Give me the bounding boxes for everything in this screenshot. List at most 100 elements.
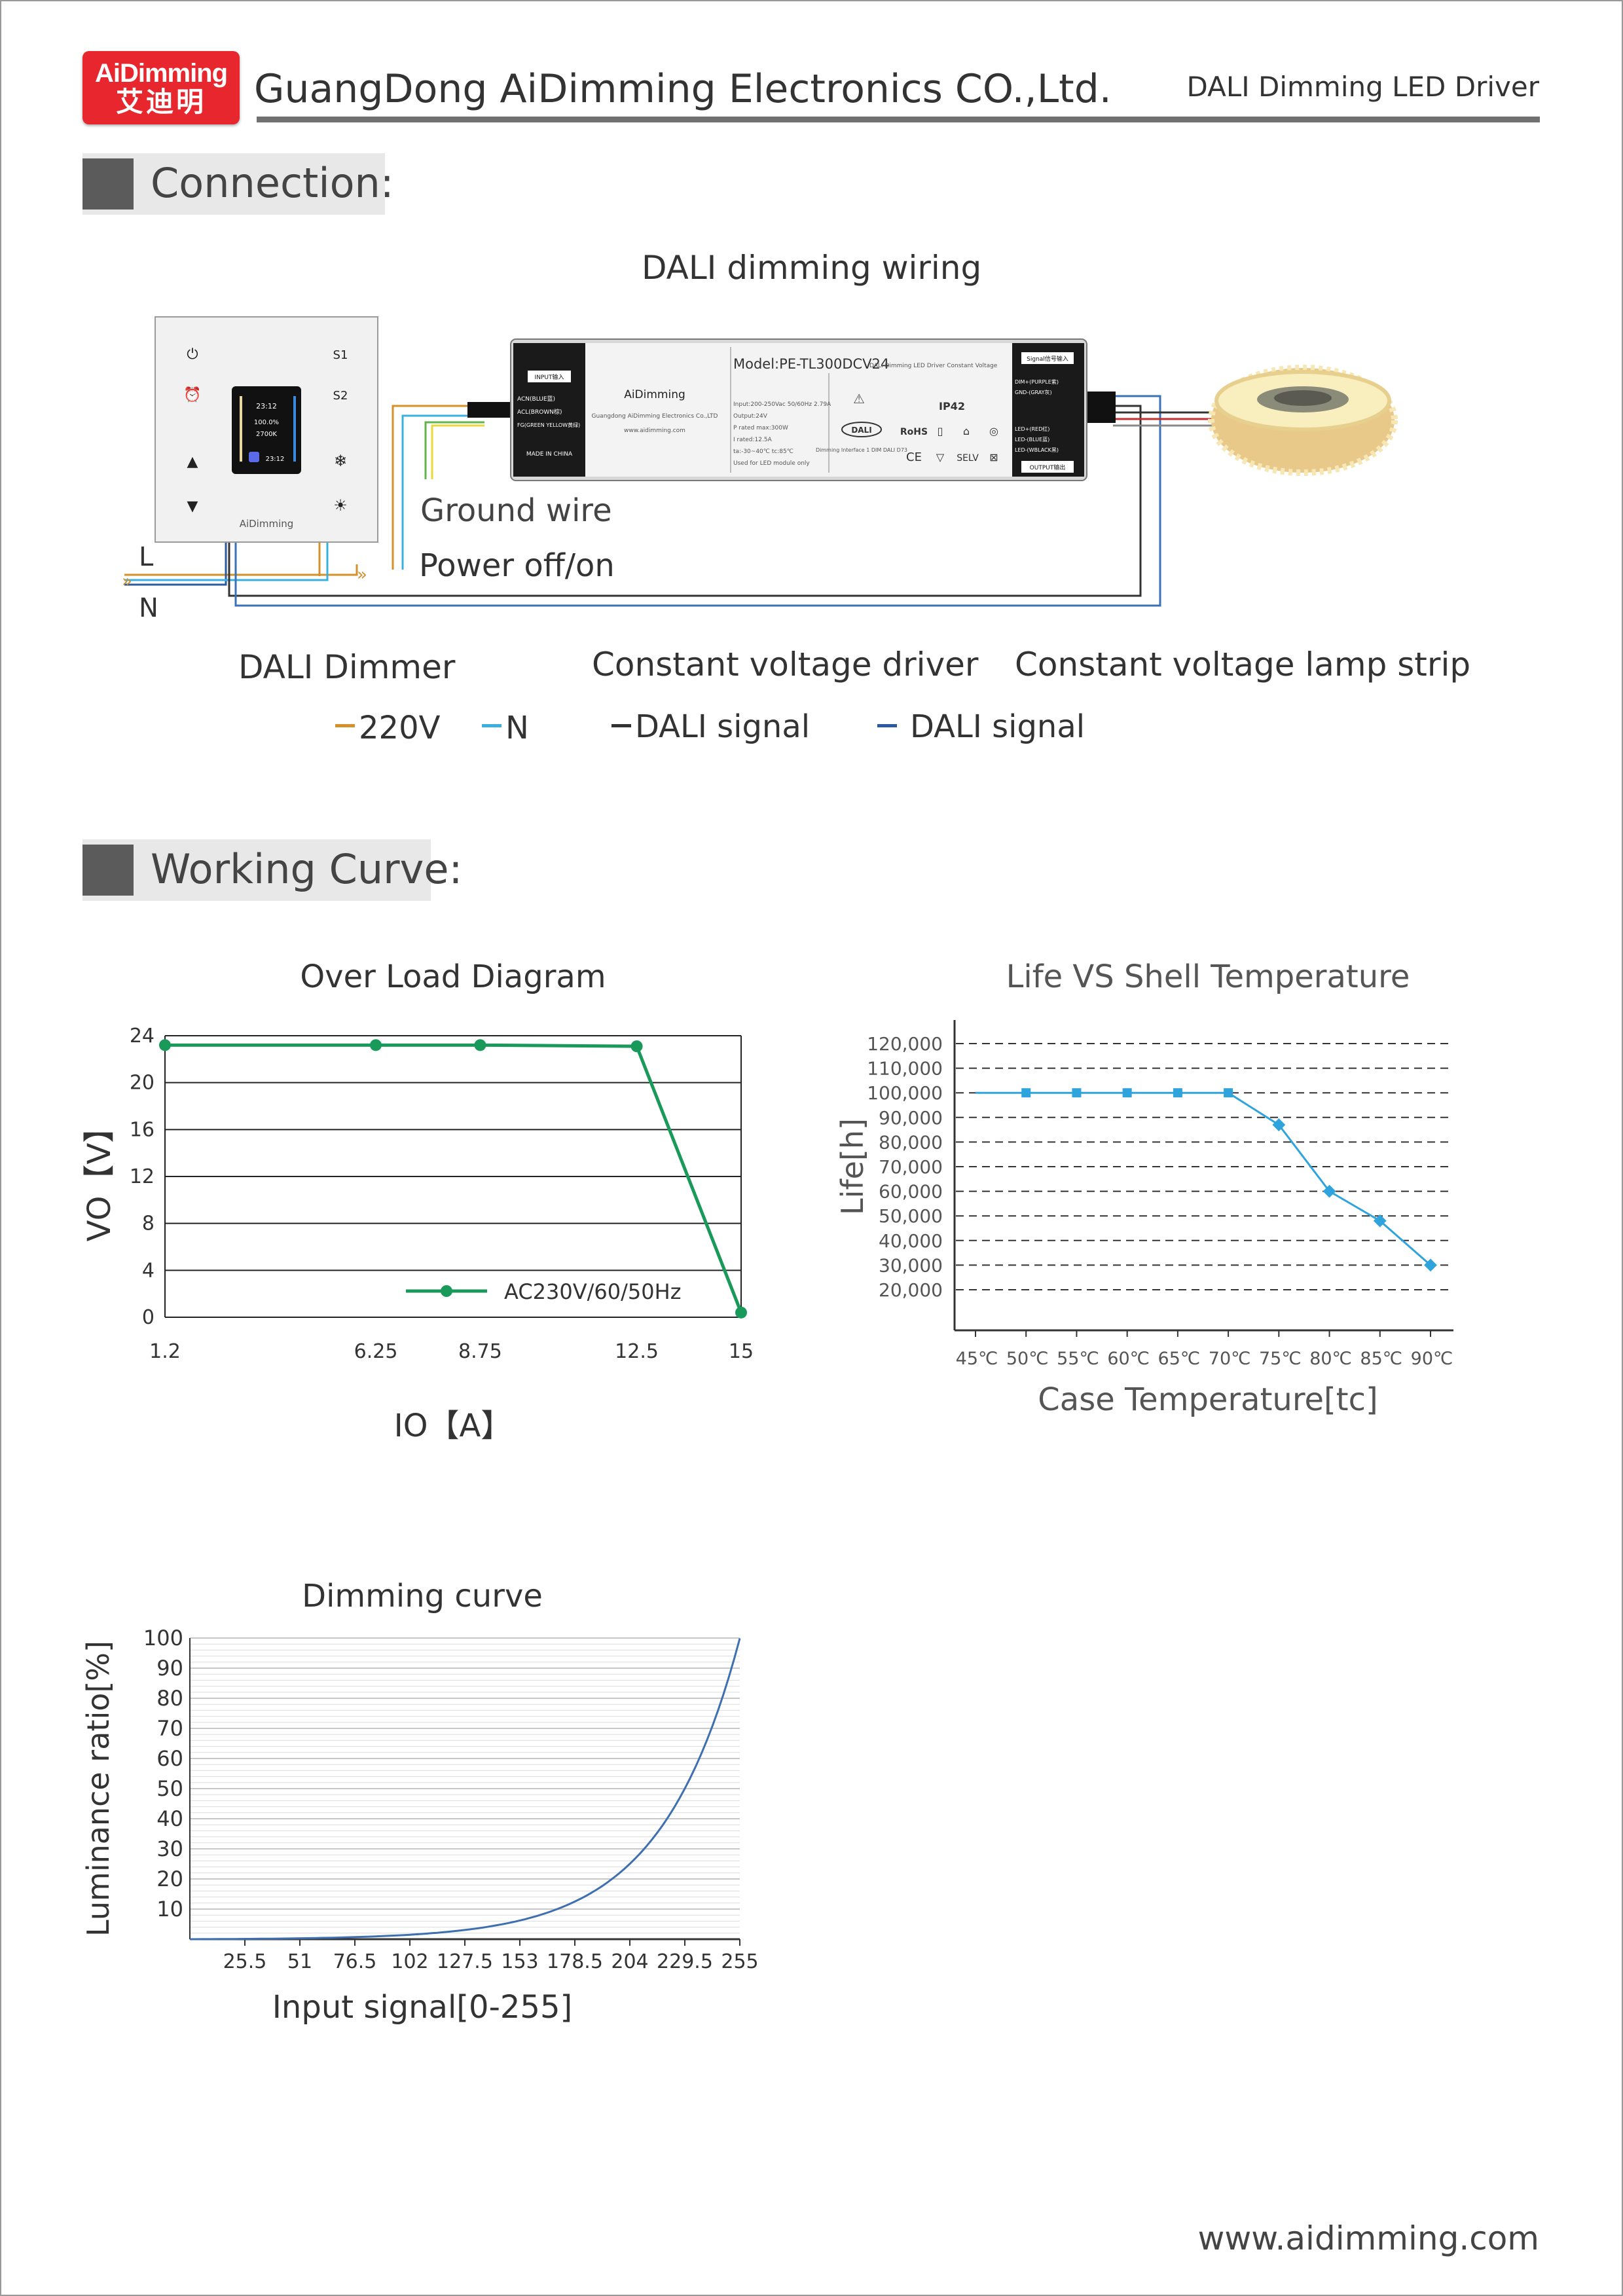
company-name: GuangDong AiDimming Electronics CO.,Ltd. <box>254 66 1112 112</box>
data-point <box>1122 1088 1132 1098</box>
wire-driver-n <box>401 414 484 570</box>
driver-input-line-3: FG(GREEN YELLOW黄绿) <box>517 422 580 428</box>
x-tick-label: 153 <box>501 1950 538 1973</box>
chart-title: Life VS Shell Temperature <box>1006 958 1410 995</box>
x-tick-label: 204 <box>611 1950 648 1973</box>
ground-wire-label: Ground wire <box>420 492 612 529</box>
y-tick-label: 8 <box>142 1212 155 1235</box>
y-axis-label: Life[h] <box>835 1118 870 1215</box>
y-tick-label: 30,000 <box>879 1254 943 1276</box>
legend-label-220v: 220V <box>359 710 441 746</box>
legend-label-dali-black: DALI signal <box>635 708 811 745</box>
device-label-driver: Constant voltage driver <box>592 646 979 683</box>
driver-input-tag: INPUT输入 <box>535 373 564 381</box>
header-rule <box>257 117 1540 122</box>
x-tick-label: 50℃ <box>1006 1349 1049 1369</box>
x-tick-label: 70℃ <box>1209 1349 1251 1369</box>
alarm-icon: ⏰ <box>183 386 201 403</box>
wire-ground-green <box>424 421 484 479</box>
y-tick-label: 100 <box>143 1626 183 1650</box>
x-tick-label: 75℃ <box>1259 1349 1302 1369</box>
driver-spec-1: Input:200-250Vac 50/60Hz 2.79A <box>733 401 831 408</box>
y-tick-label: 50 <box>156 1776 183 1801</box>
driver-signal-line-2: GND-(GRAY灰) <box>1015 389 1052 395</box>
power-icon: ⏻ <box>187 346 198 363</box>
down-arrow-icon: ▼ <box>187 498 198 515</box>
driver-model: Model:PE-TL300DCV24 <box>733 356 889 372</box>
legend-label: AC230V/60/50Hz <box>504 1279 682 1304</box>
y-tick-label: 0 <box>142 1306 155 1329</box>
dali-dimmer-panel: 23:12 100.0% 2700K 23:12 ⏻ ⏰ ▲ ▼ S1 S2 ❄… <box>155 316 378 543</box>
logo-text-cn: 艾迪明 <box>115 86 206 118</box>
dimmer-screen-level: 100.0% <box>254 419 279 426</box>
driver-ip-rating: IP42 <box>939 400 965 412</box>
legend-swatch-n <box>482 724 501 727</box>
x-tick-label: 6.25 <box>354 1340 398 1363</box>
driver-input-line-2: ACL(BROWN棕) <box>517 408 562 416</box>
x-axis-label: Case Temperature[tc] <box>1038 1381 1377 1418</box>
breaker-symbol-switch: » <box>357 565 367 585</box>
driver-output-line-1: LED+(RED红) <box>1015 426 1049 432</box>
chart-title: Over Load Diagram <box>300 958 606 995</box>
dimmer-button-s1: S1 <box>333 348 348 362</box>
series-line <box>165 1043 743 1313</box>
x-tick-label: 1.2 <box>149 1340 181 1363</box>
x-axis-label: IO【A】 <box>394 1408 513 1440</box>
recycle-bin-icon: ⊠ <box>989 451 998 464</box>
driver-selv: SELV <box>957 453 979 464</box>
x-tick-label: 8.75 <box>458 1340 502 1363</box>
x-tick-label: 15 <box>729 1340 754 1363</box>
x-tick-label: 55℃ <box>1057 1349 1099 1369</box>
x-tick-label: 90℃ <box>1411 1349 1453 1369</box>
data-point <box>1021 1088 1031 1098</box>
wire-driver-l <box>392 405 484 570</box>
legend-label-n: N <box>505 710 529 746</box>
data-point <box>1072 1088 1082 1098</box>
footer-url: www.aidimming.com <box>1197 2219 1539 2257</box>
section-marker <box>82 158 134 210</box>
driver-input-line-1: ACN(BLUE蓝) <box>517 395 555 403</box>
section-title: Working Curve: <box>151 845 463 893</box>
y-tick-label: 80,000 <box>879 1131 943 1153</box>
battery-icon: ▯ <box>938 425 943 437</box>
y-axis-label: Luminance ratio[%] <box>81 1641 116 1937</box>
y-tick-label: 20 <box>156 1867 183 1891</box>
driver-spec-3: P rated max:300W <box>733 425 788 431</box>
life-temperature-chart: Life VS Shell Temperature20,00030,00040,… <box>835 958 1453 1418</box>
wire-dali-signal-blue <box>234 395 1161 607</box>
driver-output-line-3: LED-(WBLACK黑) <box>1015 447 1059 453</box>
data-point <box>735 1306 747 1319</box>
y-tick-label: 70,000 <box>879 1156 943 1178</box>
driver-brand: AiDimming <box>624 388 685 401</box>
driver-output-line-2: LED-(BLUE蓝) <box>1015 436 1049 443</box>
circle-icon: ◎ <box>989 425 998 437</box>
driver-signal-line-1: DIM+(PURPLE紫) <box>1015 379 1059 385</box>
x-tick-label: 255 <box>721 1950 758 1973</box>
x-tick-label: 127.5 <box>437 1950 493 1973</box>
wiring-diagram: » » 23:12 100.0% 2700K 23:12 ⏻ ⏰ ▲ ▼ S1 … <box>122 316 1398 607</box>
x-axis-label: Input signal[0-255] <box>272 1989 572 2026</box>
data-point <box>159 1039 171 1051</box>
x-tick-label: 45℃ <box>956 1349 998 1369</box>
section-marker <box>82 845 134 896</box>
x-tick-label: 25.5 <box>223 1950 267 1973</box>
triangle-icon: ▽ <box>936 451 945 464</box>
y-tick-label: 90,000 <box>879 1107 943 1129</box>
driver-brand-company: Guangdong AiDimming Electronics Co.,LTD <box>592 413 718 420</box>
wire-dimmer-return <box>124 542 227 586</box>
y-tick-label: 40 <box>156 1806 183 1831</box>
y-tick-label: 20,000 <box>879 1279 943 1301</box>
data-point <box>474 1039 486 1051</box>
section-title: Connection: <box>151 159 394 207</box>
data-point <box>1173 1088 1182 1098</box>
driver-output-tag: OUTPUT输出 <box>1030 464 1066 471</box>
x-tick-label: 60℃ <box>1107 1349 1150 1369</box>
indoor-icon: ⌂ <box>963 425 970 437</box>
legend-swatch-220v <box>335 724 355 727</box>
dimmer-screen-time: 23:12 <box>256 402 277 410</box>
y-tick-label: 100,000 <box>867 1082 943 1104</box>
y-tick-label: 110,000 <box>867 1058 943 1080</box>
led-strip-reel <box>1208 365 1398 476</box>
